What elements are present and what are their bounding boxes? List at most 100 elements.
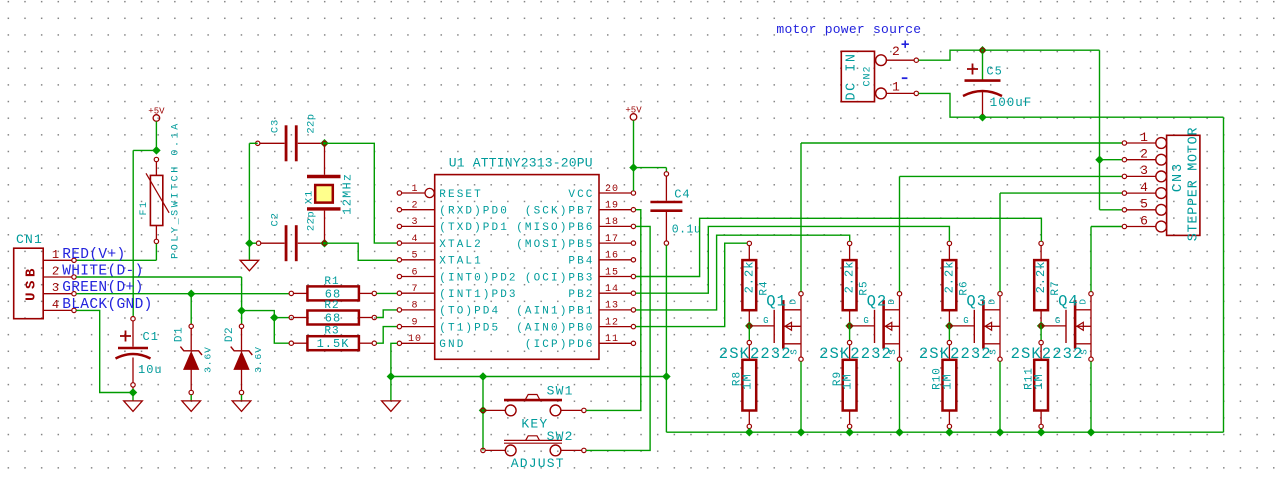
- svg-text:D: D: [1079, 299, 1089, 304]
- svg-text:2SK2232: 2SK2232: [819, 345, 892, 363]
- svg-text:PB2: PB2: [568, 289, 594, 301]
- svg-text:4: 4: [1140, 180, 1148, 195]
- svg-text:22p: 22p: [306, 114, 318, 134]
- svg-text:C4: C4: [674, 188, 690, 202]
- svg-text:RESET: RESET: [439, 189, 483, 201]
- svg-text:S: S: [989, 349, 999, 354]
- svg-text:1M: 1M: [740, 373, 754, 389]
- svg-text:SW2: SW2: [547, 429, 574, 444]
- svg-text:15: 15: [605, 267, 619, 278]
- svg-text:R1: R1: [324, 276, 339, 288]
- svg-text:20: 20: [605, 184, 619, 195]
- svg-text:1M: 1M: [940, 373, 954, 389]
- svg-text:2SK2232: 2SK2232: [919, 345, 992, 363]
- svg-text:1: 1: [1140, 130, 1148, 145]
- svg-text:G: G: [863, 316, 868, 326]
- svg-text:XTAL2: XTAL2: [439, 239, 483, 251]
- svg-text:GREEN(D+): GREEN(D+): [62, 280, 143, 296]
- svg-text:D2: D2: [224, 326, 236, 342]
- svg-text:R7: R7: [1050, 280, 1062, 295]
- svg-text:R4: R4: [758, 280, 770, 295]
- svg-text:1M: 1M: [1032, 373, 1046, 389]
- svg-text:12: 12: [605, 317, 619, 328]
- svg-text:17: 17: [605, 234, 619, 245]
- svg-text:1M: 1M: [841, 373, 855, 389]
- svg-text:13: 13: [605, 301, 619, 312]
- svg-text:4: 4: [411, 234, 418, 245]
- svg-text:100uF: 100uF: [990, 96, 1033, 110]
- svg-text:PB4: PB4: [568, 256, 594, 268]
- svg-text:C1: C1: [143, 330, 159, 344]
- svg-text:S: S: [790, 349, 800, 354]
- svg-text:G: G: [1055, 316, 1060, 326]
- svg-text:14: 14: [605, 284, 619, 295]
- svg-text:2: 2: [1140, 147, 1148, 162]
- svg-text:(TO)PD4: (TO)PD4: [439, 306, 500, 318]
- svg-text:68: 68: [325, 312, 341, 326]
- svg-text:SW1: SW1: [547, 384, 574, 399]
- svg-text:U1 ATTINY2313-20PU: U1 ATTINY2313-20PU: [449, 156, 593, 171]
- svg-text:3: 3: [52, 281, 59, 295]
- svg-text:CN3: CN3: [1171, 162, 1186, 192]
- svg-text:2: 2: [411, 201, 418, 212]
- svg-text:BLACK(GND): BLACK(GND): [62, 297, 153, 313]
- svg-text:VCC: VCC: [568, 189, 594, 201]
- svg-text:7: 7: [411, 284, 418, 295]
- svg-text:(AIN1)PB1: (AIN1)PB1: [516, 306, 594, 318]
- svg-text:C2: C2: [269, 212, 281, 226]
- svg-text:16: 16: [605, 251, 619, 262]
- svg-text:5: 5: [411, 251, 418, 262]
- svg-text:10u: 10u: [138, 363, 163, 377]
- svg-text:DC IN: DC IN: [845, 52, 860, 100]
- svg-text:ADJUST: ADJUST: [511, 456, 565, 471]
- svg-text:G: G: [963, 316, 968, 326]
- svg-text:(TXD)PD1: (TXD)PD1: [439, 222, 509, 234]
- svg-text:1: 1: [52, 248, 59, 262]
- svg-text:C5: C5: [986, 65, 1002, 79]
- svg-text:GND: GND: [439, 339, 465, 351]
- svg-text:8: 8: [411, 301, 418, 312]
- svg-text:+5V: +5V: [625, 106, 642, 116]
- svg-text:1: 1: [892, 80, 900, 95]
- svg-text:19: 19: [605, 201, 619, 212]
- svg-text:2: 2: [52, 265, 59, 279]
- svg-text:(ICP)PD6: (ICP)PD6: [525, 339, 595, 351]
- svg-text:2.2k: 2.2k: [742, 261, 756, 294]
- svg-text:F1: F1: [139, 200, 150, 215]
- svg-text:12MHz: 12MHz: [340, 173, 354, 215]
- svg-text:D: D: [887, 299, 897, 304]
- svg-text:KEY: KEY: [521, 417, 548, 432]
- svg-text:CN2: CN2: [863, 65, 874, 86]
- svg-text:CN1: CN1: [16, 232, 43, 247]
- svg-text:S: S: [1080, 349, 1090, 354]
- svg-text:9: 9: [411, 317, 418, 328]
- svg-text:22p: 22p: [306, 211, 318, 231]
- svg-text:6: 6: [411, 267, 418, 278]
- svg-text:R10: R10: [932, 367, 944, 390]
- svg-text:D: D: [789, 299, 799, 304]
- svg-text:3.6V: 3.6V: [203, 346, 214, 373]
- svg-text:2SK2232: 2SK2232: [719, 345, 792, 363]
- svg-text:D1: D1: [174, 326, 186, 342]
- svg-text:R6: R6: [958, 280, 970, 295]
- svg-text:3: 3: [1140, 163, 1148, 178]
- svg-text:2SK2232: 2SK2232: [1011, 345, 1084, 363]
- svg-text:STEPPER MOTOR: STEPPER MOTOR: [1187, 127, 1202, 241]
- svg-text:18: 18: [605, 217, 619, 228]
- svg-text:D: D: [988, 299, 998, 304]
- svg-text:XTAL1: XTAL1: [439, 256, 483, 268]
- svg-text:10: 10: [408, 334, 422, 345]
- svg-text:2.2k: 2.2k: [843, 261, 857, 294]
- svg-text:R9: R9: [832, 371, 844, 386]
- svg-text:(RXD)PD0: (RXD)PD0: [439, 206, 509, 218]
- svg-text:(MOSI)PB5: (MOSI)PB5: [516, 239, 594, 251]
- svg-text:USB: USB: [24, 265, 40, 301]
- svg-text:Q3: Q3: [966, 293, 987, 311]
- svg-text:68: 68: [325, 287, 341, 301]
- svg-text:2: 2: [892, 44, 900, 59]
- svg-text:2.2k: 2.2k: [942, 261, 956, 294]
- svg-text:motor power source: motor power source: [776, 22, 921, 37]
- svg-text:(AIN0)PB0: (AIN0)PB0: [516, 322, 594, 334]
- svg-text:+5V: +5V: [148, 107, 165, 117]
- svg-text:C3: C3: [269, 119, 281, 133]
